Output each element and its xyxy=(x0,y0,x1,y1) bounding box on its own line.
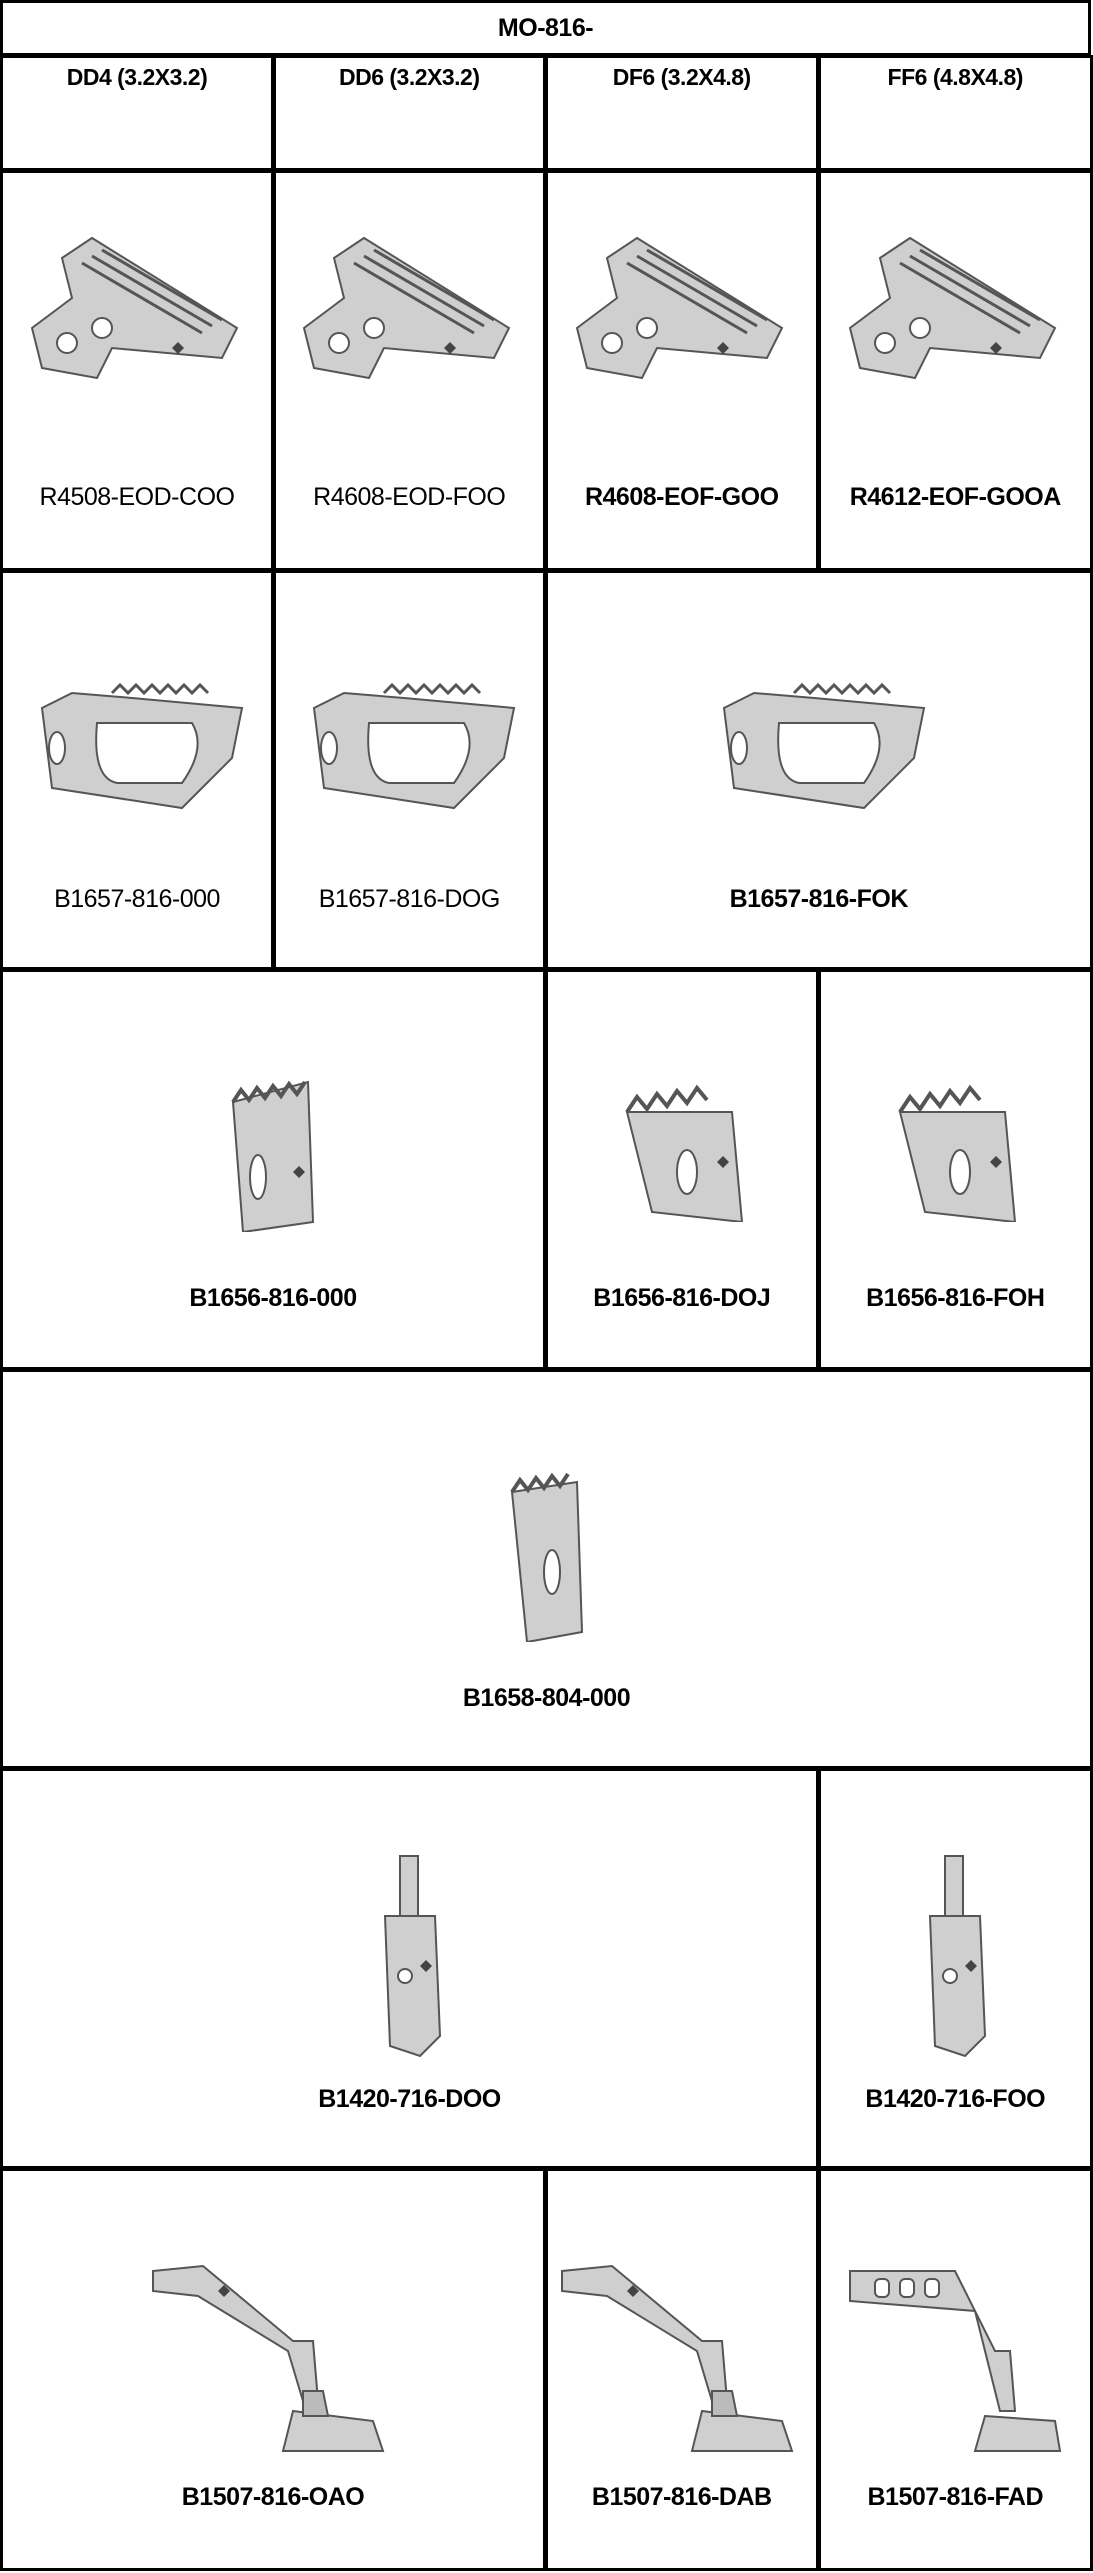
part-number: B1656-816-000 xyxy=(189,1283,357,1312)
main-feed-dog-icon xyxy=(704,668,934,823)
table-title: MO-816- xyxy=(0,0,1091,56)
needle-plate-icon xyxy=(22,218,252,393)
part-number: B1658-804-000 xyxy=(462,1683,631,1712)
differential-feed-dog-wide-icon xyxy=(885,1072,1025,1227)
part-cell: B1657-816-DOG xyxy=(272,569,546,970)
part-number: B1507-816-DAB xyxy=(591,2482,772,2511)
part-cell: R4608-EOF-GOO xyxy=(544,169,819,571)
part-cell: B1657-816-000 xyxy=(0,569,274,970)
needle-clamp-icon xyxy=(365,1846,455,2071)
part-number: R4508-EOD-COO xyxy=(39,482,235,511)
part-cell: B1507-816-DAB xyxy=(544,2167,819,2571)
needle-plate-icon xyxy=(567,218,797,393)
main-feed-dog-icon xyxy=(294,668,524,823)
part-number: R4608-EOD-FOO xyxy=(313,482,506,511)
part-number: B1657-816-DOG xyxy=(318,884,501,913)
part-number: R4608-EOF-GOO xyxy=(584,482,779,511)
part-number: B1420-716-FOO xyxy=(865,2084,1046,2113)
differential-feed-dog-wide-icon xyxy=(612,1072,752,1227)
column-header: FF6 (4.8X4.8) xyxy=(817,54,1093,171)
part-cell: B1656-816-FOH xyxy=(817,968,1093,1370)
part-number: B1420-716-DOO xyxy=(318,2084,501,2113)
presser-foot-icon xyxy=(143,2251,403,2466)
part-cell: R4608-EOD-FOO xyxy=(272,169,546,571)
column-header: DD4 (3.2X3.2) xyxy=(0,54,274,171)
part-cell: R4508-EOD-COO xyxy=(0,169,274,571)
part-number: B1657-816-000 xyxy=(54,884,220,913)
column-header: DF6 (3.2X4.8) xyxy=(544,54,819,171)
part-number: B1507-816-FAD xyxy=(867,2482,1044,2511)
presser-foot-slotted-icon xyxy=(845,2251,1065,2466)
part-cell: R4612-EOF-GOOA xyxy=(817,169,1093,571)
column-header: DD6 (3.2X3.2) xyxy=(272,54,546,171)
part-number: B1657-816-FOK xyxy=(729,884,909,913)
part-number: B1656-816-DOJ xyxy=(593,1283,771,1312)
main-feed-dog-icon xyxy=(22,668,252,823)
part-number: B1656-816-FOH xyxy=(866,1283,1045,1312)
part-number: R4612-EOF-GOOA xyxy=(849,482,1062,511)
part-cell: B1420-716-DOO xyxy=(0,1767,819,2169)
needle-plate-icon xyxy=(840,218,1070,393)
part-cell: B1656-816-DOJ xyxy=(544,968,819,1370)
part-cell: B1658-804-000 xyxy=(0,1368,1093,1769)
part-cell: B1657-816-FOK xyxy=(544,569,1093,970)
needle-clamp-icon xyxy=(910,1846,1000,2071)
auxiliary-feed-dog-icon xyxy=(497,1452,597,1647)
presser-foot-icon xyxy=(552,2251,812,2466)
part-cell: B1507-816-OAO xyxy=(0,2167,546,2571)
part-cell: B1656-816-000 xyxy=(0,968,546,1370)
needle-plate-icon xyxy=(294,218,524,393)
part-number: B1507-816-OAO xyxy=(181,2482,365,2511)
part-cell: B1507-816-FAD xyxy=(817,2167,1093,2571)
differential-feed-dog-icon xyxy=(213,1062,333,1237)
part-cell: B1420-716-FOO xyxy=(817,1767,1093,2169)
